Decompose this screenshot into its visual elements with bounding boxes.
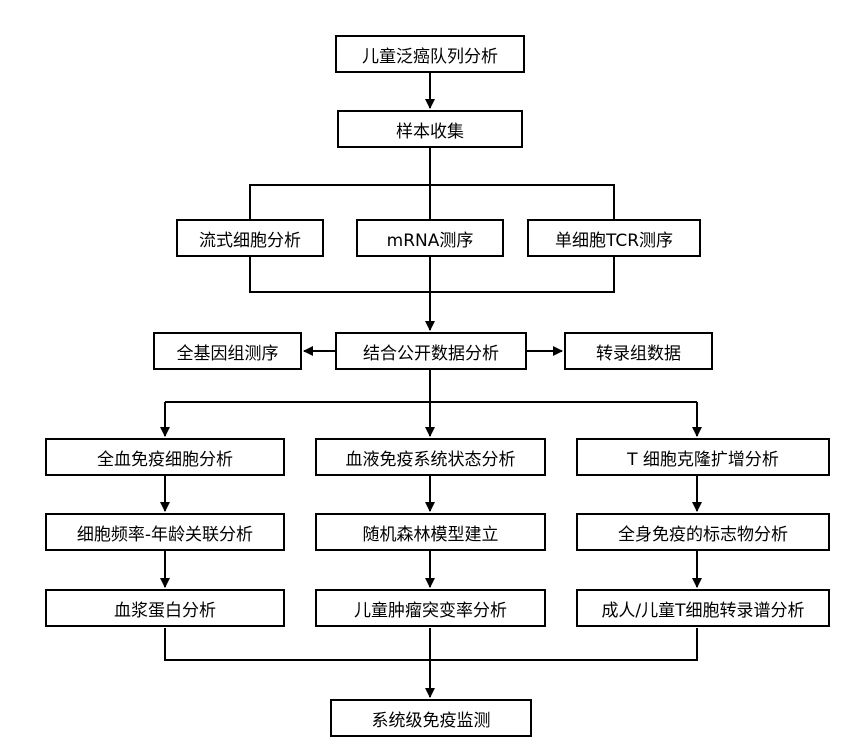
node-col3-step2: 全身免疫的标志物分析 — [576, 513, 830, 551]
node-col2-step1: 血液免疫系统状态分析 — [315, 438, 546, 476]
node-mrna-seq: mRNA测序 — [356, 219, 504, 257]
node-col1-step2: 细胞频率-年龄关联分析 — [45, 513, 285, 551]
node-whole-genome-seq: 全基因组测序 — [153, 332, 302, 370]
merge-from-methods — [249, 257, 615, 293]
node-cohort-analysis: 儿童泛癌队列分析 — [335, 35, 525, 73]
node-col2-step3: 儿童肿瘤突变率分析 — [315, 589, 546, 627]
node-integrate-public-data: 结合公开数据分析 — [335, 332, 527, 370]
node-sample-collection: 样本收集 — [337, 110, 523, 148]
node-single-cell-tcr: 单细胞TCR测序 — [527, 219, 701, 257]
node-flow-cytometry: 流式细胞分析 — [176, 219, 324, 257]
node-transcriptome-data: 转录组数据 — [564, 332, 713, 370]
node-col1-step1: 全血免疫细胞分析 — [45, 438, 285, 476]
node-col2-step2: 随机森林模型建立 — [315, 513, 546, 551]
node-col1-step3: 血浆蛋白分析 — [45, 589, 285, 627]
node-col3-step3: 成人/儿童T细胞转录谱分析 — [576, 589, 830, 627]
node-col3-step1: T 细胞克隆扩增分析 — [576, 438, 830, 476]
node-system-immune-monitoring: 系统级免疫监测 — [330, 699, 532, 737]
branch-to-methods — [249, 184, 615, 219]
